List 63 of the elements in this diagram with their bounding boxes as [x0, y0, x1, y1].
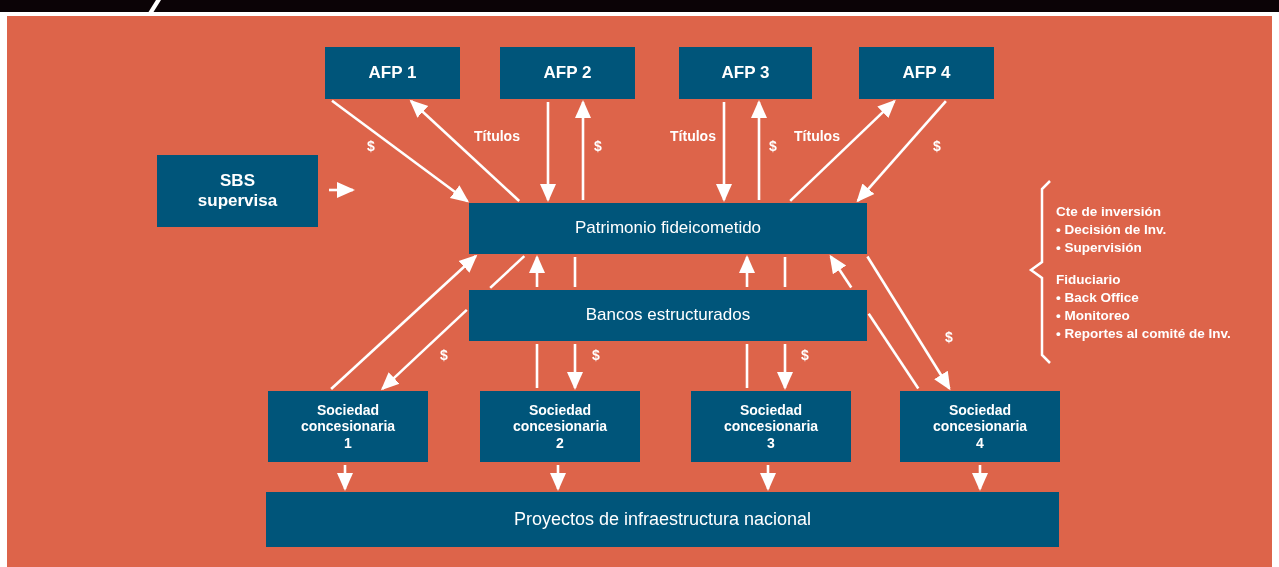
arrow: [972, 465, 988, 491]
arrow: [760, 465, 776, 491]
edge-label: $: [933, 138, 941, 154]
box-label: Sociedad concesionaria 1: [299, 401, 397, 452]
box-label: Patrimonio fideicometido: [574, 218, 762, 239]
note-text: Fiduciario: [1056, 271, 1122, 289]
entity-box: [268, 391, 428, 462]
entity-box: [266, 492, 1059, 547]
entity-box: [859, 47, 994, 99]
entity-box: [469, 203, 867, 254]
entity-box: [469, 290, 867, 341]
edge-label: $: [801, 347, 809, 363]
edge-label: $: [945, 329, 953, 345]
box-label: SBS supervisa: [196, 170, 279, 212]
arrow: [716, 102, 732, 202]
entity-box: [157, 155, 318, 227]
edge-label: $: [769, 138, 777, 154]
entity-box: [679, 47, 812, 99]
edge-label: Títulos: [794, 128, 840, 144]
entity-box: [691, 391, 851, 462]
entity-box: [500, 47, 635, 99]
box-label: Bancos estructurados: [585, 305, 751, 326]
arrow: [789, 99, 896, 202]
edge-label: Títulos: [474, 128, 520, 144]
edge-label: $: [594, 138, 602, 154]
box-label: AFP 1: [368, 62, 417, 83]
arrow: [409, 99, 521, 202]
box-label: AFP 4: [902, 62, 951, 83]
edge-label: $: [440, 347, 448, 363]
arrow: [380, 308, 468, 391]
arrow: [567, 344, 583, 390]
edge-label: $: [592, 347, 600, 363]
arrow: [777, 344, 793, 390]
entity-box: [900, 391, 1060, 462]
note-text: • Supervisión: [1056, 239, 1143, 257]
arrow: [550, 465, 566, 491]
arrow: [337, 465, 353, 491]
box-label: Sociedad concesionaria 4: [931, 401, 1029, 452]
entity-box: [480, 391, 640, 462]
edge-label: Títulos: [670, 128, 716, 144]
arrow: [829, 254, 853, 289]
arrow: [529, 255, 545, 287]
arrow: [751, 100, 767, 200]
arrow: [330, 254, 478, 390]
arrow: [331, 99, 470, 203]
box-label: AFP 2: [543, 62, 592, 83]
entity-box: [325, 47, 460, 99]
arrow: [866, 255, 951, 391]
note-text: Cte de inversión: [1056, 203, 1163, 221]
arrow: [540, 102, 556, 202]
note-text: • Back Office: [1056, 289, 1140, 307]
arrow: [856, 100, 947, 203]
arrow: [329, 182, 355, 198]
edge-label: $: [367, 138, 375, 154]
box-label: Sociedad concesionaria 3: [722, 401, 820, 452]
note-text: • Monitoreo: [1056, 307, 1131, 325]
note-text: • Reportes al comité de Inv.: [1056, 325, 1231, 343]
box-label: Proyectos de infraestructura nacional: [513, 508, 812, 531]
arrow: [575, 100, 591, 200]
arrow: [739, 255, 755, 287]
box-label: Sociedad concesionaria 2: [511, 401, 609, 452]
box-label: AFP 3: [721, 62, 770, 83]
note-text: • Decisión de Inv.: [1056, 221, 1168, 239]
